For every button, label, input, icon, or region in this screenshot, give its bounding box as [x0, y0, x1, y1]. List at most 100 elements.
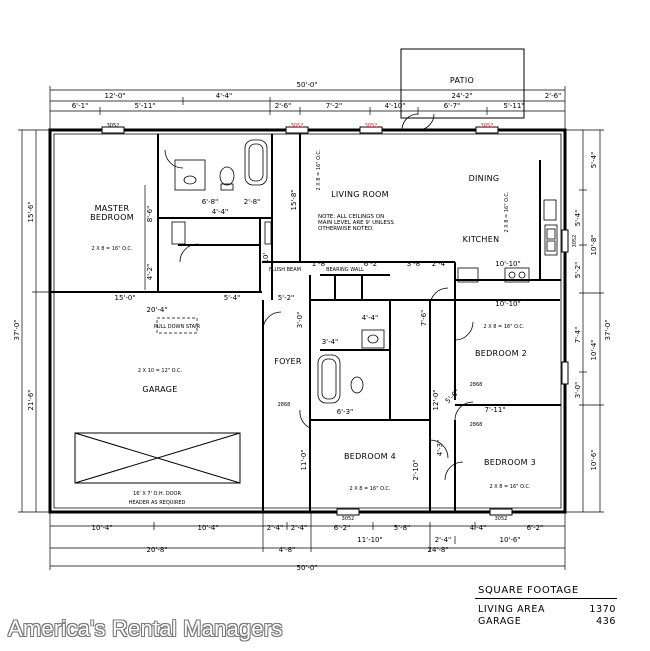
dim-10-10-b: 10'-10": [495, 300, 520, 308]
dim-top-6-7: 6'-7": [444, 102, 461, 110]
dim-right-10-8: 10'-8": [590, 234, 598, 255]
window-3052-b: 3052: [365, 123, 378, 129]
patio-outline: [400, 48, 525, 119]
bottom-dimension-lines: [49, 512, 566, 570]
watermark-text: America's Rental Managers: [8, 616, 283, 641]
dim-bot-4-4: 4'-4": [470, 524, 487, 532]
dim-7-11: 7'-11": [484, 406, 505, 414]
dim-2-10: 2'-10": [412, 459, 420, 480]
dim-top-patio-right: 2'-6": [545, 92, 562, 100]
dim-20-4: 20'-4": [146, 306, 167, 314]
window-2868-a: 2868: [470, 382, 483, 388]
dim-top-4-4: 4'-4": [216, 92, 233, 100]
joist-garage: 2 X 10 = 12" O.C.: [138, 368, 183, 374]
dim-6-2: 6'-2": [364, 260, 381, 268]
dim-left-lower: 21'-6": [27, 389, 35, 410]
label-living-room: LIVING ROOM: [331, 190, 389, 199]
dim-right-overall: 37'-0": [604, 319, 612, 340]
top-dimension-lines: [49, 86, 566, 130]
dim-4-3: 4'-3": [436, 440, 444, 457]
dim-bot-overall: 50'-0": [296, 564, 317, 572]
dim-5-2-int: 5'-2": [278, 294, 295, 302]
window-3052-c: 3052: [481, 123, 494, 129]
dim-10-10-a: 10'-10": [495, 260, 520, 268]
dim-4-4-bath: 4'-4": [212, 208, 229, 216]
dim-bot-10-4a: 10'-4": [91, 524, 112, 532]
pull-down-stair-box: [156, 317, 198, 334]
dim-4-4-hall: 4'-4": [362, 314, 379, 322]
living-area-label: LIVING AREA: [478, 604, 546, 615]
interior-walls: [50, 134, 561, 512]
dim-left-8-6: 8'-6": [146, 206, 154, 223]
garage-area-label: GARAGE: [478, 616, 522, 627]
dim-left-upper: 15'-6": [27, 201, 35, 222]
left-dimension-lines: [18, 129, 146, 513]
dim-2-8: 2'-8": [244, 198, 261, 206]
window-2868-b: 2868: [470, 422, 483, 428]
garage-area-value: 436: [596, 616, 616, 627]
window-3052-a: 3052: [291, 123, 304, 129]
window-3052-master: 3052: [107, 123, 120, 129]
dim-12-0: 12'-0": [432, 389, 440, 410]
label-master-2: BEDROOM: [90, 213, 134, 222]
joist-bed2: 2 X 8 = 16" O.C.: [484, 324, 525, 330]
dim-bot-2-4c: 2'-4": [435, 536, 452, 544]
windows: [101, 126, 569, 516]
label-header: HEADER AS REQUIRED: [129, 500, 186, 506]
dim-bot-6-2b: 6'-2": [527, 524, 544, 532]
dim-left-overall: 37'-0": [13, 319, 21, 340]
joist-bed3: 2 X 8 = 16" O.C.: [490, 484, 531, 490]
label-master-1: MASTER: [95, 204, 130, 213]
dim-2-4-int: 2'-4": [432, 260, 449, 268]
square-footage-living-row: LIVING AREA 1370: [478, 604, 616, 615]
dim-top-7-2: 7'-2": [326, 102, 343, 110]
dim-right-7-4: 7'-4": [574, 327, 582, 344]
label-dining: DINING: [469, 174, 500, 183]
dim-3-8: 3'-8": [407, 260, 424, 268]
window-3052-kitchen: 3052: [572, 235, 578, 248]
note-line-2: MAIN LEVEL ARE 9' UNLESS: [318, 220, 394, 226]
dim-left-4-2: 4'-2": [146, 264, 154, 281]
dim-bot-24-8: 24'-8": [427, 546, 448, 554]
label-kitchen: KITCHEN: [463, 235, 500, 244]
dim-5-4-int: 5'-4": [224, 294, 241, 302]
dim-top-overall: 50'-0": [296, 81, 317, 89]
dim-top-5-11: 5'-11": [134, 102, 155, 110]
label-bearing-wall: BEARING WALL: [326, 267, 364, 273]
label-pull-down: PULL DOWN STAIR: [154, 324, 201, 330]
dim-top-12: 12'-0": [104, 92, 125, 100]
dim-3-4: 3'-4": [322, 338, 339, 346]
kitchen-fixtures: [457, 199, 558, 283]
square-footage-divider: [475, 598, 617, 599]
note-line-3: OTHERWISE NOTED.: [318, 226, 374, 232]
dim-right-5-2: 5'-2": [574, 262, 582, 279]
window-2868-c: 2868: [278, 402, 291, 408]
dim-bot-2-4a: 2'-4": [267, 524, 284, 532]
label-bedroom3: BEDROOM 3: [484, 458, 536, 467]
label-flush-beam: FLUSH BEAM: [269, 267, 301, 273]
garage-door-graphic: [74, 432, 241, 484]
dim-bot-10-6: 10'-6": [499, 536, 520, 544]
master-bath-fixtures: [171, 139, 272, 245]
living-area-value: 1370: [589, 604, 616, 615]
dim-15-0: 15'-0": [114, 294, 135, 302]
dim-5-8-int: 5'-8": [444, 388, 461, 405]
dim-top-5-11b: 5'-11": [503, 102, 524, 110]
exterior-walls-inner: [53, 133, 562, 509]
exterior-walls: [48, 128, 567, 514]
label-garage: GARAGE: [142, 385, 177, 394]
dim-bot-2-4b: 2'-4": [291, 524, 308, 532]
dim-right-5-4: 5'-4": [590, 152, 598, 169]
window-3052-bed4: 3052: [342, 516, 355, 522]
dim-6-8: 6'-8": [202, 198, 219, 206]
dim-10: 10': [262, 253, 270, 264]
joist-kitchen: 2 X 8 = 16" O.C.: [504, 191, 510, 232]
square-footage-title: SQUARE FOOTAGE: [478, 585, 579, 596]
dim-bot-6-2a: 6'-2": [334, 524, 351, 532]
joist-living: 2 X 8 = 16" O.C.: [316, 149, 322, 190]
dim-11-0: 11'-0": [300, 449, 308, 470]
dim-bot-11-10: 11'-10": [357, 536, 382, 544]
right-dimension-lines: [565, 129, 604, 513]
dim-bot-10-4b: 10'-4": [197, 524, 218, 532]
dim-top-6-1: 6'-1": [72, 102, 89, 110]
